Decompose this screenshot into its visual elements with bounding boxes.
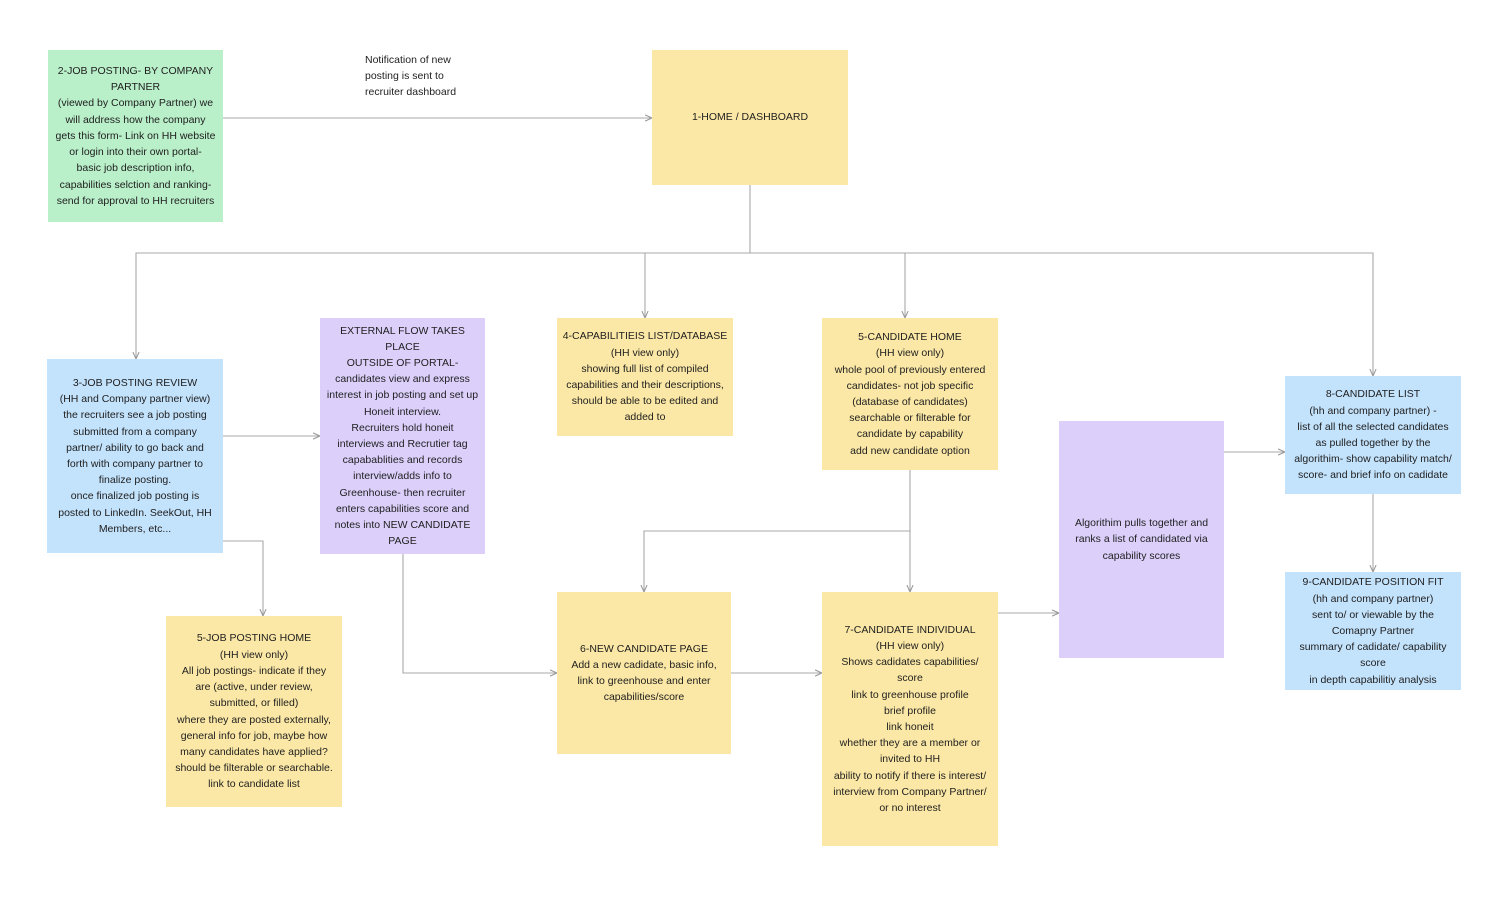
connector-home-to-job-posting-review (136, 185, 751, 359)
node-candidate-position-fit[interactable]: 9-CANDIDATE POSITION FIT (hh and company… (1285, 572, 1461, 690)
node-label: 5-CANDIDATE HOME (HH view only) whole po… (834, 331, 986, 457)
connector-candidate-home-to-new-candidate (644, 470, 911, 592)
node-external-flow[interactable]: EXTERNAL FLOW TAKES PLACE OUTSIDE OF POR… (320, 318, 485, 554)
node-label: 1-HOME / DASHBOARD (691, 111, 809, 124)
connector-job-posting-review-to-job-posting-home (223, 540, 263, 616)
node-label: 9-CANDIDATE POSITION FIT (hh and company… (1299, 576, 1447, 686)
connector-home-to-candidate-list (750, 252, 1373, 376)
node-label: 2-JOB POSTING- BY COMPANY PARTNER (viewe… (55, 65, 216, 207)
node-job-posting-review[interactable]: 3-JOB POSTING REVIEW (HH and Company par… (47, 359, 223, 553)
node-home-dashboard[interactable]: 1-HOME / DASHBOARD (652, 50, 848, 185)
node-label: 8-CANDIDATE LIST (hh and company partner… (1294, 388, 1452, 482)
node-label: 3-JOB POSTING REVIEW (HH and Company par… (58, 376, 212, 535)
node-new-candidate-page[interactable]: 6-NEW CANDIDATE PAGE Add a new cadidate,… (557, 592, 731, 754)
node-label: 4-CAPABILITIEIS LIST/DATABASE (HH view o… (562, 330, 728, 424)
node-label: 5-JOB POSTING HOME (HH view only) All jo… (175, 632, 333, 791)
node-capabilities-list[interactable]: 4-CAPABILITIEIS LIST/DATABASE (HH view o… (557, 318, 733, 436)
notification-note: Notification of new posting is sent to r… (365, 54, 457, 99)
node-candidate-individual[interactable]: 7-CANDIDATE INDIVIDUAL (HH view only) Sh… (822, 592, 998, 846)
node-algorithm[interactable]: Algorithim pulls together and ranks a li… (1059, 421, 1224, 658)
node-label: Algorithim pulls together and ranks a li… (1074, 517, 1209, 562)
connector-external-flow-to-new-candidate (402, 554, 557, 673)
node-label: 6-NEW CANDIDATE PAGE Add a new cadidate,… (571, 642, 717, 704)
node-candidate-list[interactable]: 8-CANDIDATE LIST (hh and company partner… (1285, 376, 1461, 494)
node-job-posting-home[interactable]: 5-JOB POSTING HOME (HH view only) All jo… (166, 616, 342, 807)
node-candidate-home[interactable]: 5-CANDIDATE HOME (HH view only) whole po… (822, 318, 998, 470)
node-job-posting-by-company[interactable]: 2-JOB POSTING- BY COMPANY PARTNER (viewe… (48, 50, 223, 222)
node-label: EXTERNAL FLOW TAKES PLACE OUTSIDE OF POR… (326, 324, 479, 548)
node-label: 7-CANDIDATE INDIVIDUAL (HH view only) Sh… (833, 623, 987, 815)
